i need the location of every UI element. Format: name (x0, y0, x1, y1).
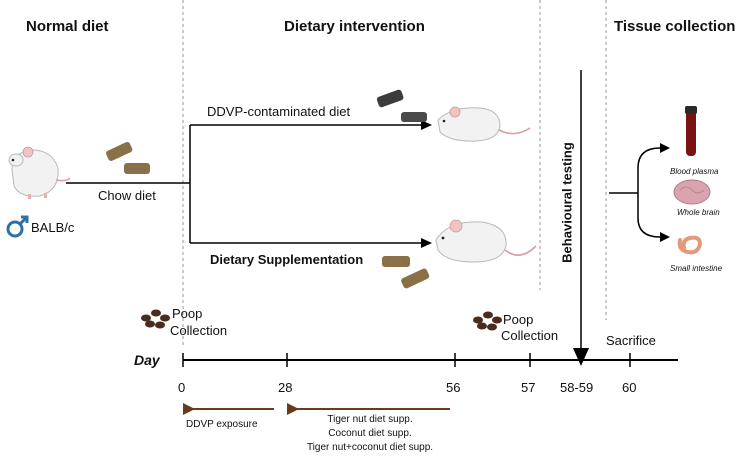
male-symbol-icon (6, 215, 29, 238)
tick-label-56: 56 (446, 380, 461, 395)
arrow-intestine (660, 232, 670, 242)
sacrifice-label: Sacrifice (606, 333, 656, 348)
tick-label-0: 0 (178, 380, 186, 395)
poop-icon-2 (473, 311, 502, 331)
tissue-branch-bottom (637, 193, 661, 238)
mouse-normal-icon (8, 146, 71, 199)
poop-collection-2-line1: Poop (503, 312, 534, 327)
poop-collection-2-line2: Collection (501, 328, 559, 343)
supp-tiger-nut-label: Tiger nut diet supp. (327, 414, 413, 425)
blood-plasma-label: Blood plasma (670, 167, 719, 176)
day-label: Day (134, 352, 160, 368)
ddvp-period-start (183, 403, 195, 415)
behaviour-arrow-head (573, 348, 589, 366)
poop-collection-1-line1: Poop (172, 306, 203, 321)
poop-icon-1 (141, 309, 170, 329)
intestine-icon (677, 235, 703, 255)
strain-label: BALB/c (31, 220, 75, 235)
brain-icon (673, 179, 711, 205)
small-intestine-label: Small intestine (670, 264, 723, 273)
ddvp-exposure-label: DDVP exposure (186, 419, 258, 430)
arrow-top (421, 120, 432, 130)
chow-diet-label: Chow diet (98, 188, 156, 203)
supplementation-label: Dietary Supplementation (210, 252, 364, 267)
mouse-ddvp-icon (437, 106, 531, 142)
ddvp-pellet-icon (376, 89, 427, 122)
blood-tube-icon (685, 106, 697, 156)
arrow-bottom (421, 238, 432, 248)
mouse-supplement-icon (435, 219, 537, 263)
arrow-blood (660, 143, 670, 153)
supp-coconut-label: Coconut diet supp. (328, 428, 412, 439)
whole-brain-label: Whole brain (677, 208, 720, 217)
tick-label-60: 60 (622, 380, 637, 395)
ddvp-diet-label: DDVP-contaminated diet (207, 104, 351, 119)
tick-label-28: 28 (278, 380, 293, 395)
phase-normal-diet: Normal diet (26, 18, 109, 35)
supp-combined-label: Tiger nut+coconut diet supp. (306, 442, 434, 453)
timeline-ticks (182, 353, 631, 367)
tick-label-58-59: 58-59 (560, 380, 594, 395)
behavioural-testing-label: Behavioural testing (559, 142, 575, 263)
chow-pellet-icon (106, 141, 150, 174)
phase-dietary-intervention: Dietary intervention (284, 18, 425, 35)
supplement-pellet-icon (382, 256, 430, 289)
tissue-branch-top (637, 147, 661, 193)
supp-period-start (287, 403, 299, 415)
tick-label-57: 57 (521, 380, 536, 395)
poop-collection-1-line2: Collection (170, 323, 228, 338)
phase-tissue-collection: Tissue collection (614, 18, 736, 35)
